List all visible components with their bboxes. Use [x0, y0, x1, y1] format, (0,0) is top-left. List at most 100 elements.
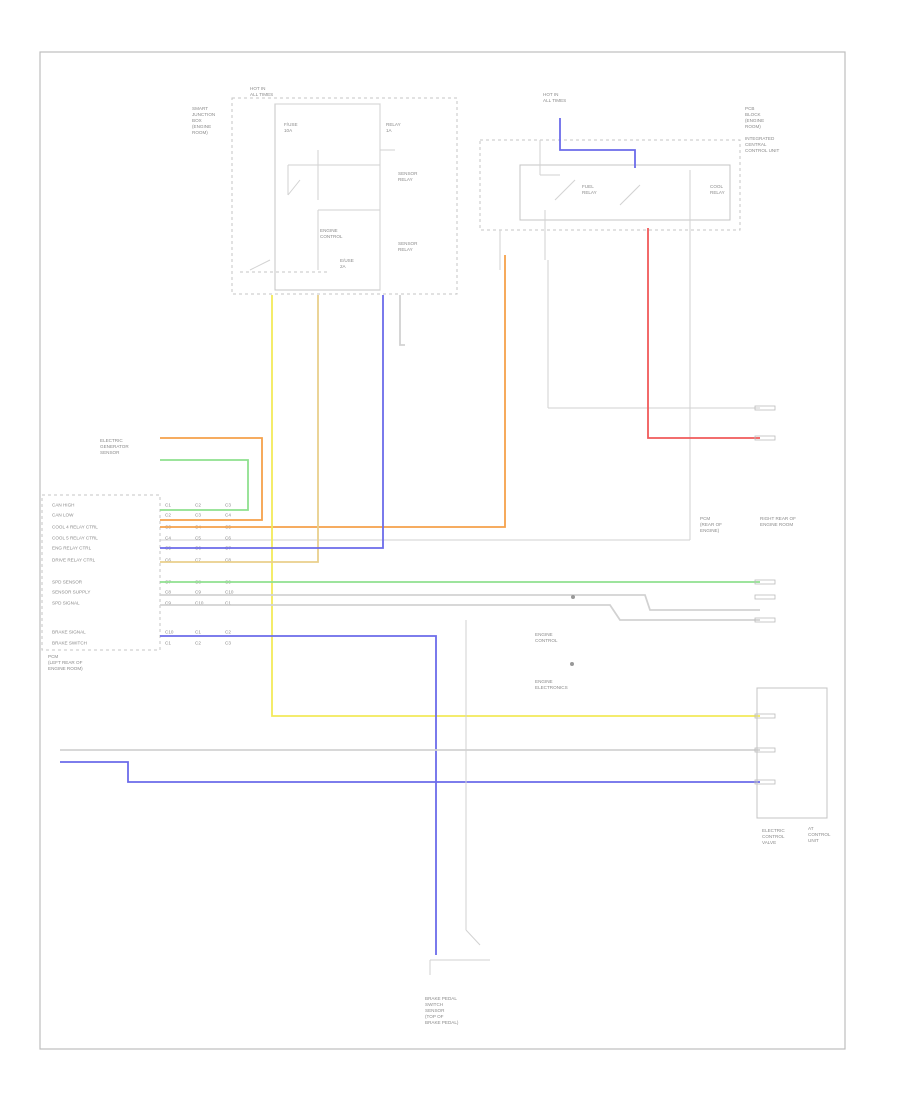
svg-text:ALL TIMES: ALL TIMES: [250, 92, 273, 97]
svg-text:ENGINE ROOM: ENGINE ROOM: [760, 522, 793, 527]
engine-electronics-label: ENGINE: [535, 679, 553, 684]
pin-row-label: ENG RELAY CTRL: [52, 546, 92, 551]
svg-text:SWITCH: SWITCH: [425, 1002, 443, 1007]
pin-code: C1: [165, 503, 171, 508]
pin-code: C5: [195, 536, 201, 541]
pin-row-label: COOL 5 RELAY CTRL: [52, 536, 98, 541]
svg-text:CONTROL UNIT: CONTROL UNIT: [745, 148, 779, 153]
svg-text:RIGHT REAR OF: RIGHT REAR OF: [760, 516, 796, 521]
svg-text:(REAR OF: (REAR OF: [700, 522, 722, 527]
pin-code: C1: [195, 630, 201, 635]
cool-relay-label: COOL: [710, 184, 723, 189]
pcm-left-label: PCM: [48, 654, 58, 659]
wire-blue-bottom: [60, 761, 760, 783]
pcb-relays: [499, 140, 731, 270]
wire-green-gen: [160, 459, 249, 511]
svg-text:INTEGRATED: INTEGRATED: [745, 136, 775, 141]
right-connector-pin: [754, 779, 776, 785]
wire-tan: [160, 295, 319, 563]
svg-text:BRAKE PEDAL): BRAKE PEDAL): [425, 1020, 459, 1025]
svg-text:ALL TIMES: ALL TIMES: [543, 98, 566, 103]
svg-text:ELECTRONICS: ELECTRONICS: [535, 685, 568, 690]
pin-code: C6: [165, 558, 171, 563]
fuse-title-left: HOT IN: [250, 86, 265, 91]
svg-text:2A: 2A: [340, 264, 347, 269]
wire-red: [647, 228, 760, 439]
pin-code: C3: [195, 513, 201, 518]
pin-code: C8: [165, 590, 171, 595]
pin-row-label: DRIVE RELAY CTRL: [52, 558, 96, 563]
svg-text:ROOM): ROOM): [745, 124, 761, 129]
fuse-box-left: [240, 103, 395, 291]
svg-text:CENTRAL: CENTRAL: [745, 142, 767, 147]
sensor-box-label: SENSOR: [398, 241, 418, 246]
pin-code: C9: [195, 590, 201, 595]
svg-text:RELAY: RELAY: [398, 247, 413, 252]
right-connector-pin: [754, 594, 776, 600]
pin-row-label: BRAKE SIGNAL: [52, 630, 86, 635]
pin-code: C4: [165, 536, 171, 541]
svg-text:(LEFT REAR OF: (LEFT REAR OF: [48, 660, 83, 665]
wire-blue-relay: [559, 118, 636, 168]
pin-row-label: BRAKE SWITCH: [52, 641, 87, 646]
pin-code: C8: [225, 558, 231, 563]
pcm-rear-label: PCM: [700, 516, 710, 521]
relay-label: SENSOR: [398, 171, 418, 176]
junction-box-left: [231, 97, 458, 295]
junction-side-label: SMART: [192, 106, 208, 111]
svg-text:(ENGINE: (ENGINE: [745, 118, 764, 123]
pin-code: C10: [195, 601, 204, 606]
svg-text:BOX: BOX: [192, 118, 202, 123]
pin-code: C3: [225, 641, 231, 646]
svg-text:RELAY: RELAY: [398, 177, 413, 182]
wire-blue-brake: [160, 635, 437, 955]
right-connector-pin: [754, 579, 776, 585]
fuse-a-label: F/USE: [284, 122, 298, 127]
splice-dot: [571, 595, 575, 599]
diagram-frame: [39, 51, 846, 1050]
svg-text:GENERATOR: GENERATOR: [100, 444, 129, 449]
wire-yellow: [271, 295, 760, 717]
right-connector-pin: [754, 617, 776, 623]
pin-code: C2: [225, 630, 231, 635]
generator-sensor-label: ELECTRIC: [100, 438, 123, 443]
right-connector-pin: [754, 405, 776, 411]
svg-text:SENSOR: SENSOR: [425, 1008, 445, 1013]
pin-code: C1: [165, 641, 171, 646]
wire-orange-gen: [160, 437, 263, 521]
pin-row-label: CAN LOW: [52, 513, 74, 518]
right-connector-pin: [754, 713, 776, 719]
control-valve-box: [756, 687, 828, 819]
wire-gray-a: [399, 295, 405, 346]
svg-text:CONTROL: CONTROL: [320, 234, 343, 239]
svg-text:CONTROL: CONTROL: [762, 834, 785, 839]
fuel-pump-relay-label: FUEL: [582, 184, 594, 189]
svg-text:CONTROL: CONTROL: [535, 638, 558, 643]
svg-text:ROOM): ROOM): [192, 130, 208, 135]
right-mid-connectors: [160, 260, 760, 541]
svg-text:UNIT: UNIT: [808, 838, 819, 843]
at-control-label: AT: [808, 826, 814, 831]
svg-text:JUNCTION: JUNCTION: [192, 112, 215, 117]
control-valve-label: ELECTRIC: [762, 828, 785, 833]
ecm-relay-label: ENGINE: [320, 228, 338, 233]
wire-gray-b: [160, 594, 760, 611]
svg-text:CONTROL: CONTROL: [808, 832, 831, 837]
brake-sensor-label: BRAKE PEDAL: [425, 996, 457, 1001]
pin-code: C3: [225, 503, 231, 508]
pin-code: C10: [165, 630, 174, 635]
fuse-b-label: RELAY: [386, 122, 401, 127]
svg-text:1A: 1A: [386, 128, 393, 133]
svg-text:(ENGINE: (ENGINE: [192, 124, 211, 129]
pin-code: C2: [165, 513, 171, 518]
brake-pedal-switch: [429, 620, 490, 975]
right-connector-pin: [754, 435, 776, 441]
svg-text:BLOCK: BLOCK: [745, 112, 762, 117]
svg-text:ENGINE): ENGINE): [700, 528, 720, 533]
pcm-left-block: [41, 494, 161, 651]
pin-row-label: COOL 4 RELAY CTRL: [52, 525, 98, 530]
pin-code: C4: [225, 513, 231, 518]
pin-code: C6: [225, 536, 231, 541]
